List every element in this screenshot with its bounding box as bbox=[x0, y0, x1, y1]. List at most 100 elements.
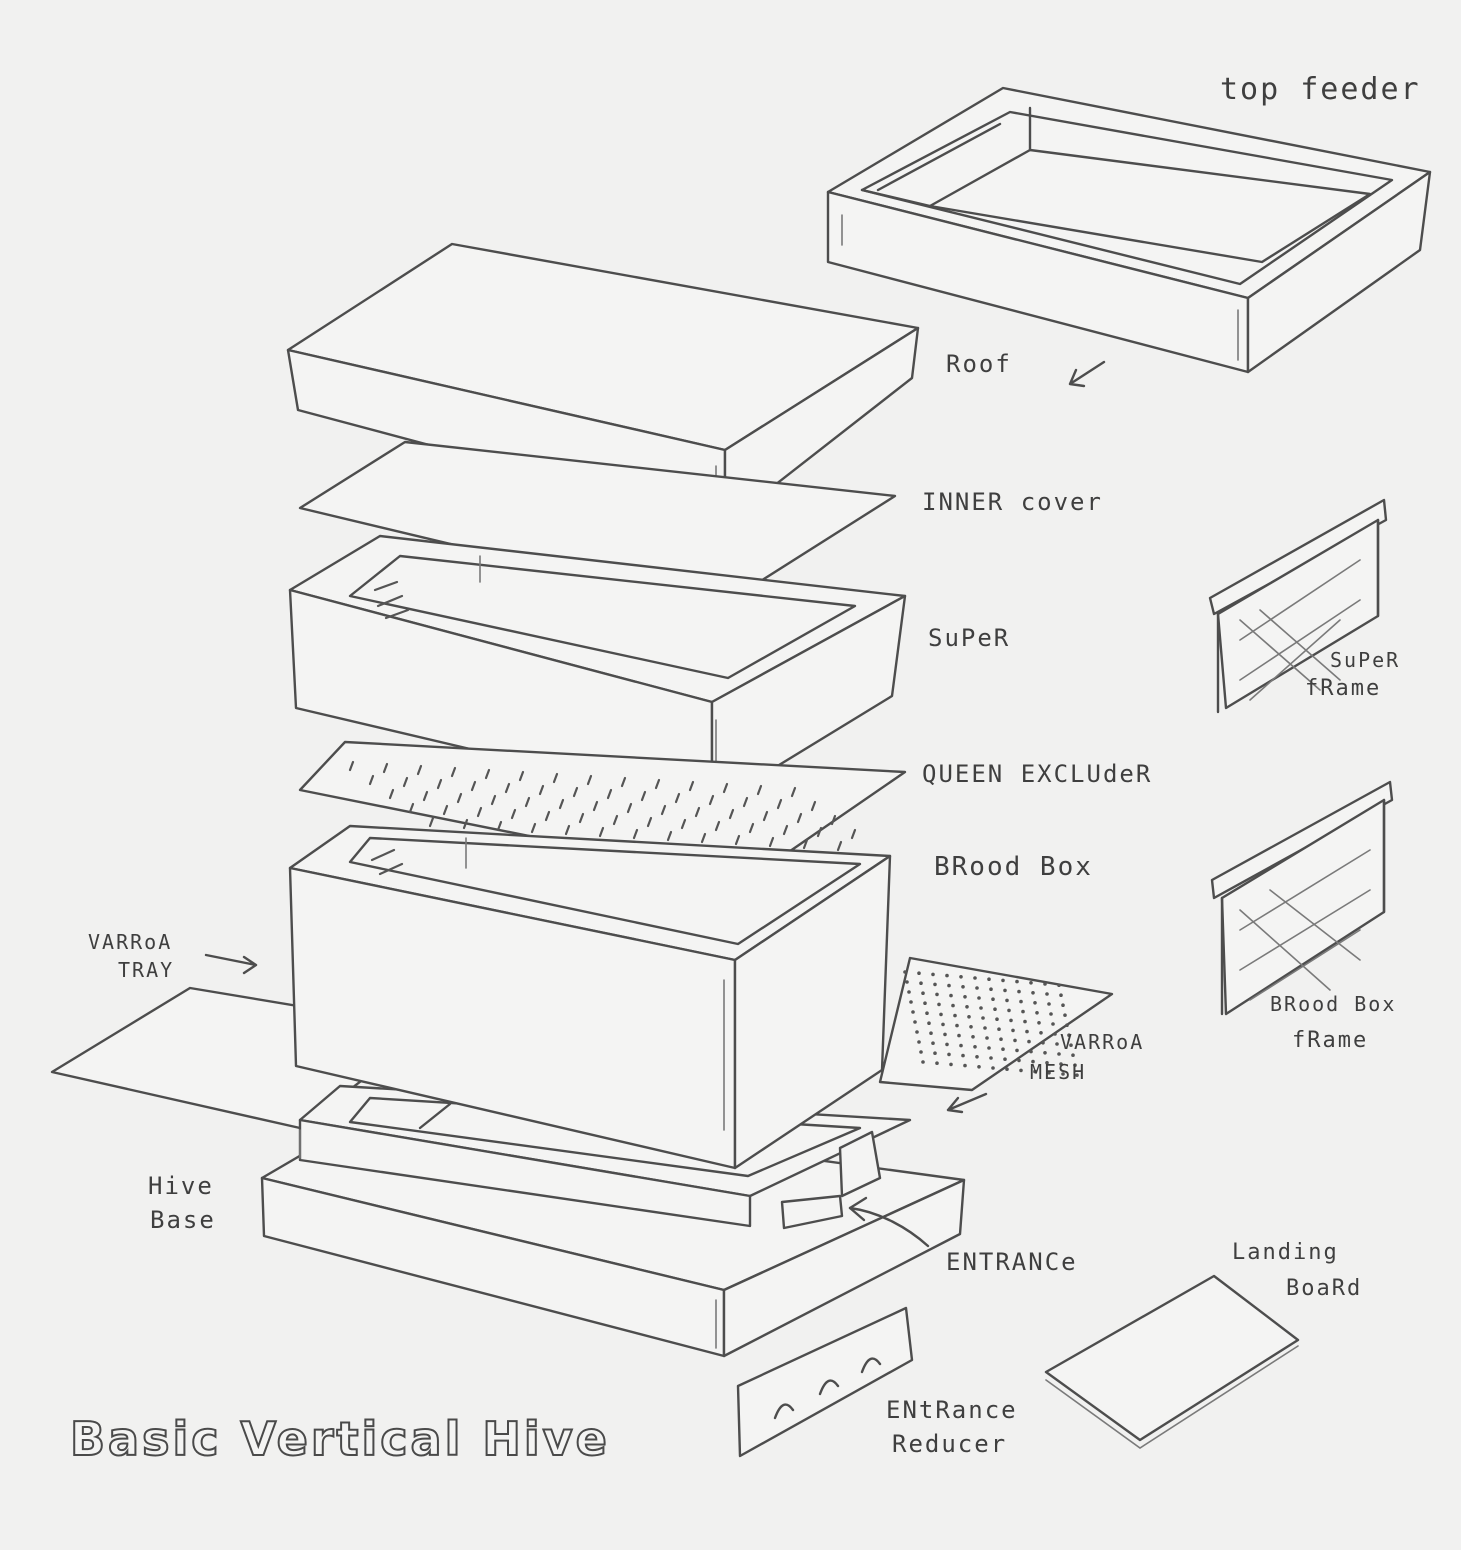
top-feeder-drawing bbox=[826, 86, 1432, 374]
mesh-hole bbox=[1065, 1023, 1069, 1027]
mesh-hole bbox=[1025, 1029, 1029, 1034]
label-roof: Roof bbox=[946, 350, 1012, 378]
mesh-hole bbox=[1069, 1043, 1073, 1047]
mesh-hole bbox=[933, 982, 937, 987]
excluder-slot bbox=[538, 784, 545, 796]
mesh-hole bbox=[1059, 1062, 1063, 1066]
excluder-slot bbox=[728, 808, 735, 820]
mesh-hole bbox=[989, 987, 993, 991]
mesh-hole bbox=[921, 1060, 925, 1064]
label-varroa-mesh-2: MESH bbox=[1030, 1060, 1087, 1084]
label-entrance-reducer-1: ENtRance bbox=[886, 1396, 1018, 1424]
excluder-slot bbox=[388, 788, 395, 800]
mesh-hole bbox=[931, 972, 935, 977]
mesh-hole bbox=[985, 1036, 989, 1040]
mesh-hole bbox=[1051, 1022, 1055, 1026]
excluder-slot bbox=[476, 806, 483, 818]
entrance-reducer-drawing bbox=[736, 1306, 914, 1458]
label-varroa-tray-2: TRAY bbox=[118, 958, 175, 982]
label-hive-base-1: Hive bbox=[148, 1172, 214, 1200]
excluder-slot bbox=[708, 794, 715, 806]
excluder-slot bbox=[524, 796, 531, 808]
excluder-slot bbox=[680, 818, 687, 830]
mesh-hole bbox=[1063, 1013, 1067, 1017]
mesh-hole bbox=[921, 991, 925, 995]
brood-frame-drawing bbox=[1210, 780, 1394, 1016]
excluder-slot bbox=[654, 778, 661, 790]
mesh-hole bbox=[967, 1015, 971, 1019]
label-brood-frame-2: fRame bbox=[1292, 1028, 1369, 1053]
mesh-hole bbox=[961, 1053, 965, 1058]
excluder-slot bbox=[428, 816, 435, 828]
mesh-hole bbox=[935, 992, 939, 997]
label-varroa-mesh-1: VARRoA bbox=[1060, 1030, 1145, 1054]
mesh-hole bbox=[1011, 1028, 1015, 1033]
mesh-hole bbox=[1071, 1053, 1075, 1057]
mesh-hole bbox=[959, 1043, 963, 1048]
mesh-hole bbox=[977, 1065, 981, 1069]
mesh-hole bbox=[1001, 978, 1005, 983]
mesh-hole bbox=[1045, 992, 1049, 996]
mesh-hole bbox=[945, 1042, 949, 1047]
excluder-slot bbox=[436, 778, 443, 790]
mesh-hole bbox=[1061, 1003, 1065, 1007]
mesh-hole bbox=[997, 1027, 1001, 1031]
mesh-hole bbox=[1057, 983, 1061, 987]
excluder-slot bbox=[564, 824, 571, 836]
mesh-hole bbox=[1043, 1051, 1047, 1055]
mesh-hole bbox=[913, 1020, 917, 1024]
excluder-slot bbox=[734, 834, 741, 846]
mesh-hole bbox=[987, 1046, 991, 1050]
excluder-slot bbox=[422, 790, 429, 802]
mesh-hole bbox=[927, 1021, 931, 1025]
excluder-slot bbox=[782, 824, 789, 836]
mesh-hole bbox=[1075, 1073, 1079, 1077]
mesh-hole bbox=[917, 971, 921, 975]
excluder-slot bbox=[490, 794, 497, 806]
label-brood-box: BRood Box bbox=[934, 852, 1093, 882]
excluder-slot bbox=[646, 816, 653, 828]
excluder-slot bbox=[674, 792, 681, 804]
entrance-arrow bbox=[848, 1196, 930, 1248]
diagram-title: Basic Vertical Hive bbox=[69, 1411, 610, 1467]
excluder-slot bbox=[714, 820, 721, 832]
mesh-hole bbox=[1027, 1039, 1031, 1044]
mesh-hole bbox=[1033, 1001, 1037, 1005]
mesh-hole bbox=[1013, 1038, 1017, 1043]
excluder-slot bbox=[606, 788, 613, 800]
super-frame-drawing bbox=[1208, 498, 1388, 714]
excluder-slot bbox=[830, 814, 837, 826]
mesh-hole bbox=[955, 1023, 959, 1028]
mesh-hole bbox=[909, 1000, 913, 1004]
excluder-slot bbox=[598, 826, 605, 838]
mesh-hole bbox=[939, 1012, 943, 1017]
mesh-hole bbox=[1045, 1061, 1049, 1065]
mesh-hole bbox=[1047, 1002, 1051, 1006]
mesh-hole bbox=[907, 990, 911, 994]
mesh-hole bbox=[949, 1062, 953, 1067]
mesh-hole bbox=[943, 1032, 947, 1037]
mesh-hole bbox=[969, 1025, 973, 1029]
mesh-hole bbox=[947, 1052, 951, 1057]
mesh-hole bbox=[1037, 1021, 1041, 1025]
excluder-slot bbox=[640, 790, 647, 802]
mesh-hole bbox=[1015, 1048, 1019, 1053]
mesh-hole bbox=[973, 1045, 977, 1049]
excluder-slot bbox=[348, 760, 355, 772]
excluder-slot bbox=[518, 770, 525, 782]
mesh-hole bbox=[965, 1005, 969, 1009]
mesh-hole bbox=[1047, 1071, 1051, 1075]
mesh-hole bbox=[1005, 1067, 1009, 1071]
label-top-feeder: top feeder bbox=[1220, 72, 1421, 107]
mesh-hole bbox=[919, 1050, 923, 1054]
roof-arrow bbox=[1068, 360, 1106, 388]
mesh-hole bbox=[1031, 991, 1035, 995]
excluder-slot bbox=[470, 780, 477, 792]
mesh-hole bbox=[929, 1031, 933, 1035]
label-varroa-tray-1: VARRoA bbox=[88, 930, 173, 954]
mesh-hole bbox=[991, 997, 995, 1001]
mesh-hole bbox=[1057, 1052, 1061, 1056]
excluder-slot bbox=[416, 764, 423, 776]
excluder-slot bbox=[496, 820, 503, 832]
